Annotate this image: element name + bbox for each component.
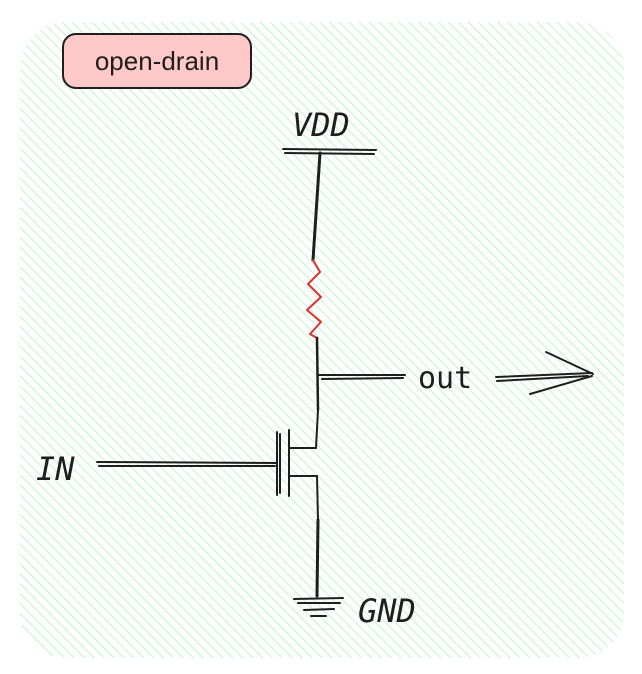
resistor	[306, 259, 322, 339]
output-wire	[317, 374, 406, 380]
gnd-label: GND	[358, 592, 416, 630]
diagram-title: open-drain	[94, 45, 220, 76]
ground-symbol	[293, 597, 344, 617]
vdd-rail	[282, 148, 377, 155]
output-arrow	[495, 351, 594, 395]
out-label: out	[418, 361, 472, 396]
hatched-background	[20, 22, 624, 658]
vdd-label: VDD	[292, 106, 350, 144]
drain-wire	[315, 336, 320, 412]
gate-wire	[96, 461, 278, 467]
vdd-wire	[311, 151, 322, 262]
in-label: IN	[36, 450, 75, 488]
mosfet-transistor	[276, 409, 319, 521]
title-box: open-drain	[62, 33, 252, 89]
ground-wire	[315, 518, 320, 598]
